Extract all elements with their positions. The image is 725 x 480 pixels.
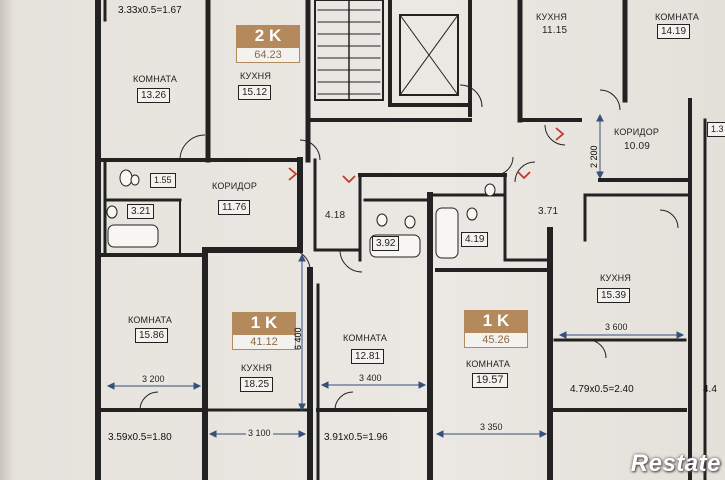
badge-1k-right-area: 45.26: [464, 332, 528, 348]
dim-2200: 2 200: [589, 145, 599, 168]
room-left-label: КОМНАТА: [133, 74, 178, 84]
note-balcony-left: 3.59x0.5=1.80: [108, 432, 172, 443]
dim-3350: 3 350: [478, 422, 505, 432]
hall-418-area: 4.18: [325, 210, 346, 221]
bath-392-area: 3.92: [372, 236, 400, 251]
kitchen-right-area: 15.39: [597, 288, 631, 303]
corridor-right-area: 10.09: [624, 141, 651, 152]
room-1957-area: 19.57: [472, 373, 508, 388]
corridor-right-label: КОРИДОР: [614, 127, 660, 137]
badge-2k: 2 K 64.23: [236, 25, 300, 63]
kitchen-1825-area: 18.25: [240, 377, 274, 392]
badge-1k-left-area: 41.12: [232, 334, 296, 350]
room-1586-area: 15.86: [135, 328, 169, 343]
room-top-right-area: 14.19: [657, 24, 691, 39]
badge-1k-left: 1 K 41.12: [232, 312, 296, 350]
note-balcony-mid: 3.91x0.5=1.96: [324, 432, 388, 443]
room-1957-label: КОМНАТА: [466, 359, 511, 369]
room-1586-label: КОМНАТА: [128, 315, 173, 325]
room-1281-area: 12.81: [351, 349, 385, 364]
corridor-left-area: 11.76: [218, 200, 251, 215]
dim-3100: 3 100: [246, 428, 273, 438]
brand-logo: Restate: [630, 450, 721, 477]
kitchen-top-mid-area: 11.15: [542, 25, 568, 36]
kitchen-1825-label: КУХНЯ: [241, 363, 273, 373]
kitchen-right-label: КУХНЯ: [600, 273, 632, 283]
bath-419-area: 4.19: [461, 232, 489, 247]
dim-3200: 3 200: [140, 374, 167, 384]
badge-2k-area: 64.23: [236, 47, 300, 63]
badge-1k-left-type: 1 K: [232, 312, 296, 334]
kitchen-2k-area: 15.12: [238, 85, 272, 100]
room-1281-label: КОМНАТА: [343, 333, 388, 343]
room-left-area: 13.26: [137, 88, 171, 103]
hall-371-area: 3.71: [538, 206, 559, 217]
badge-1k-right-type: 1 K: [464, 310, 528, 332]
bath-left-area: 3.21: [127, 204, 155, 219]
dim-3600: 3 600: [603, 322, 630, 332]
wc-small-area: 1.55: [150, 173, 176, 188]
dim-6400: 6 400: [293, 327, 303, 350]
kitchen-top-mid-label: КУХНЯ: [536, 12, 568, 22]
room-top-right-label: КОМНАТА: [655, 12, 700, 22]
dim-3400: 3 400: [357, 373, 384, 383]
badge-2k-type: 2 K: [236, 25, 300, 47]
corridor-left-label: КОРИДОР: [212, 181, 258, 191]
kitchen-2k-label: КУХНЯ: [240, 71, 272, 81]
right-edge-box: 1.3: [707, 122, 725, 137]
badge-1k-right: 1 K 45.26: [464, 310, 528, 348]
note-right-edge: 4.4: [703, 384, 717, 395]
note-balcony-right: 4.79x0.5=2.40: [570, 384, 634, 395]
note-top-left: 3.33x0.5=1.67: [118, 5, 182, 16]
